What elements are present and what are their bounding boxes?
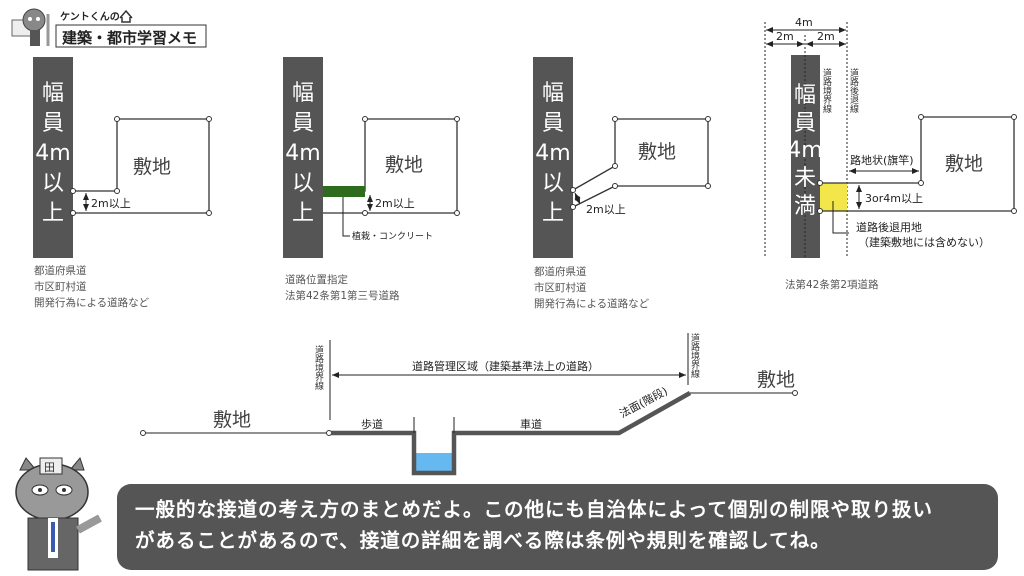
slope-label: 法面(階段) [617,384,670,421]
site-outline-3 [572,118,709,208]
site-left: 敷地 [213,409,251,431]
site-label-1: 敷地 [133,156,171,178]
logo-title: 建築・都市学習メモ [62,29,197,47]
setback-land-label: 道路後退用地 [856,220,922,234]
caption-4: 法第42条第2項道路 [785,278,879,291]
planting-strip [323,186,365,197]
mascot-logo-icon [11,8,50,46]
road-3 [533,57,573,258]
house-icon [119,9,133,23]
road-section: 道路境界線 道路境界線 道路管理区域（建築基準法上の道路） 歩道 車道 法面(階… [140,332,798,476]
site-right: 敷地 [757,369,795,391]
bubble-line-1: 一般的な接道の考え方のまとめだよ。この他にも自治体によって個別の制限や取り扱い [135,498,933,521]
site-outline-1 [73,118,210,214]
flag-label: 路地状(旗竿) [850,153,914,167]
setback-line-label: 道路後退線 [848,67,859,113]
logo: ケントくんの 建築・都市学習メモ [11,8,207,48]
road-2 [283,57,323,258]
site-outline-4 [820,116,1015,212]
speech-bubble: 一般的な接道の考え方のまとめだよ。この他にも自治体によって個別の制限や取り扱い … [117,484,998,570]
boundary-line-label: 道路境界線 [821,67,832,113]
boundary-left: 道路境界線 [313,344,324,390]
caption-1: 都道府県道市区町村道開発行為による道路など [34,264,150,309]
caption-3: 都道府県道市区町村道開発行為による道路など [534,265,650,310]
bubble-line-2: があることがあるので、接道の詳細を調べる際は条例や規則を確認してね。 [135,529,831,552]
mascot-icon: 田 [15,456,102,571]
svg-text:田: 田 [44,461,55,474]
width-right: 2m [817,30,835,43]
roadway-label: 車道 [520,417,542,431]
zone-label: 道路管理区域（建築基準法上の道路） [412,359,599,373]
planting-label: 植栽・コンクリート [352,230,433,242]
caption-2: 道路位置指定法第42条第1第三号道路 [285,273,400,302]
site-label-3: 敷地 [638,141,676,163]
site-label-2: 敷地 [385,154,423,176]
sidewalk-label: 歩道 [361,417,383,431]
site-label-4: 敷地 [945,153,983,175]
logo-small: ケントくんの [60,11,120,23]
dim-3: 2m以上 [586,203,626,216]
dim-2: 2m以上 [375,197,415,210]
dim-1: 2m以上 [91,197,131,210]
width-left: 2m [776,30,794,43]
boundary-right: 道路境界線 [689,332,700,378]
road-1 [33,57,73,258]
width-total: 4m [795,16,813,29]
dim-4: 3or4m以上 [865,192,923,205]
gutter-water [416,453,452,471]
setback-note: （建築敷地には含めない） [858,235,990,249]
